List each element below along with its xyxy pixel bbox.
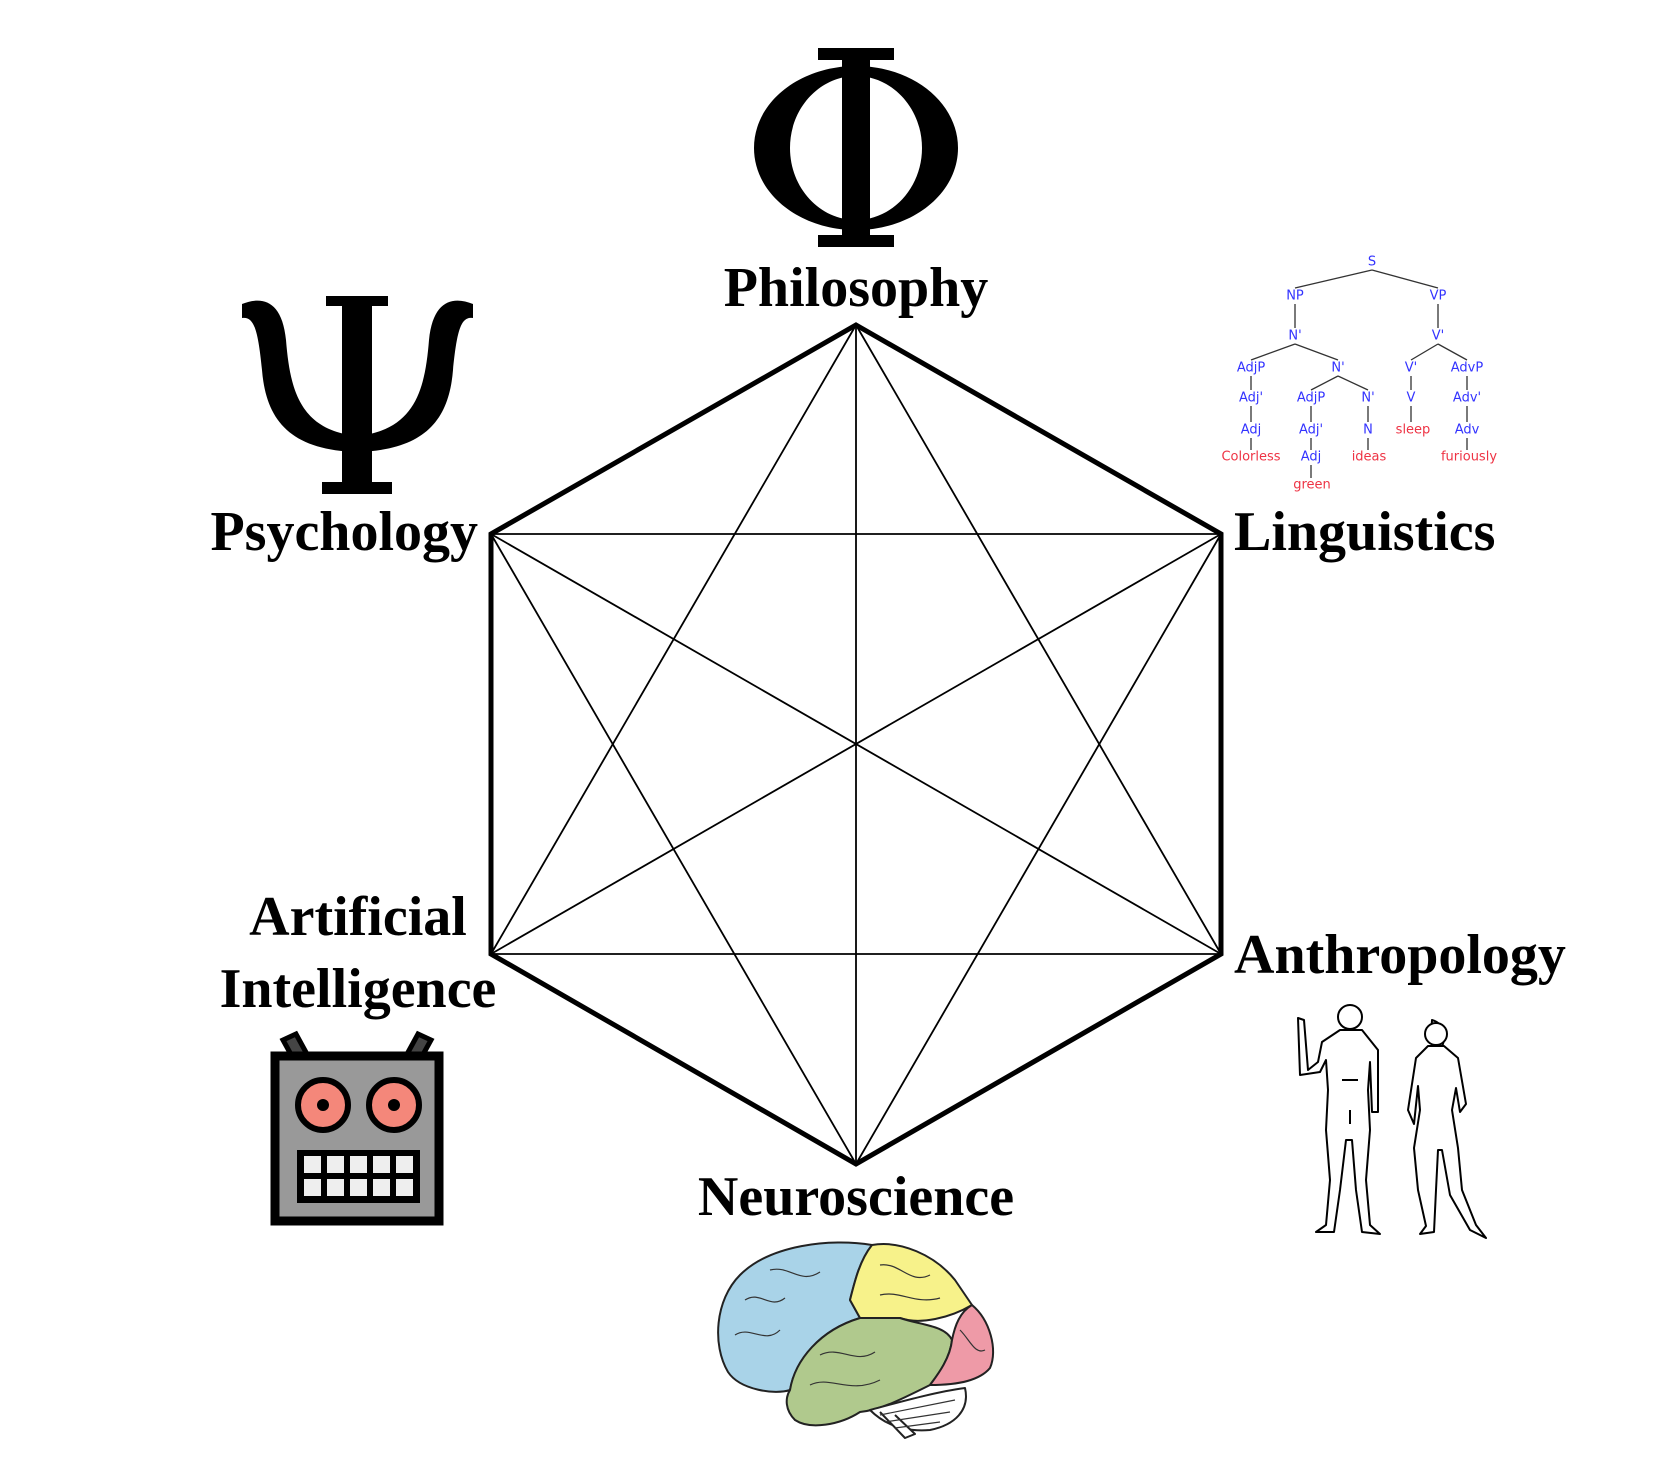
- tree-node: Adv': [1453, 391, 1481, 406]
- tree-node: V': [1432, 329, 1444, 344]
- tree-node: Adj': [1299, 423, 1323, 438]
- tree-node: Adj: [1301, 450, 1322, 465]
- tree-node: Adj': [1239, 391, 1263, 406]
- philosophy-label: Philosophy: [724, 257, 989, 319]
- tree-node: V: [1407, 391, 1416, 406]
- tree-node: AdjP: [1237, 361, 1266, 376]
- tree-node: Adj: [1241, 423, 1262, 438]
- tree-node: N': [1288, 329, 1301, 344]
- tree-node: AdvP: [1451, 361, 1484, 376]
- tree-node: VP: [1430, 289, 1447, 304]
- tree-node: N': [1361, 391, 1374, 406]
- brain-icon: [717, 1241, 995, 1439]
- ai-label-line1: Artificial: [249, 886, 467, 948]
- human-figures-icon: [1297, 1004, 1487, 1239]
- anthropology-label: Anthropology: [1234, 924, 1566, 986]
- tree-node: AdjP: [1297, 391, 1326, 406]
- psychology-label: Psychology: [210, 501, 478, 563]
- tree-word: furiously: [1441, 450, 1497, 465]
- robot-icon: [270, 1030, 444, 1226]
- tree-word: Colorless: [1221, 450, 1280, 465]
- tree-node: V': [1405, 361, 1417, 376]
- connection-line: [490, 324, 857, 955]
- ai-label-line2: Intelligence: [220, 958, 497, 1020]
- psi-icon: [242, 296, 473, 494]
- phi-icon: [754, 48, 958, 247]
- tree-node: N: [1363, 423, 1373, 438]
- syntax-tree-icon: S NP VP N' V' AdjP N' V' AdvP Adj' AdjP …: [1221, 255, 1497, 493]
- hexagon-connections: [490, 324, 1222, 1165]
- neuroscience-label: Neuroscience: [698, 1166, 1014, 1228]
- tree-node: S: [1368, 255, 1376, 270]
- linguistics-label: Linguistics: [1234, 501, 1495, 563]
- connection-line: [490, 533, 1222, 955]
- tree-node: NP: [1286, 289, 1304, 304]
- tree-word: sleep: [1396, 423, 1431, 438]
- tree-word: green: [1293, 478, 1331, 493]
- tree-node: Adv: [1455, 423, 1480, 438]
- tree-node: N': [1331, 361, 1344, 376]
- tree-word: ideas: [1352, 450, 1387, 465]
- connection-line: [855, 533, 1222, 1165]
- connection-line: [855, 324, 1222, 955]
- connection-line: [490, 533, 857, 1165]
